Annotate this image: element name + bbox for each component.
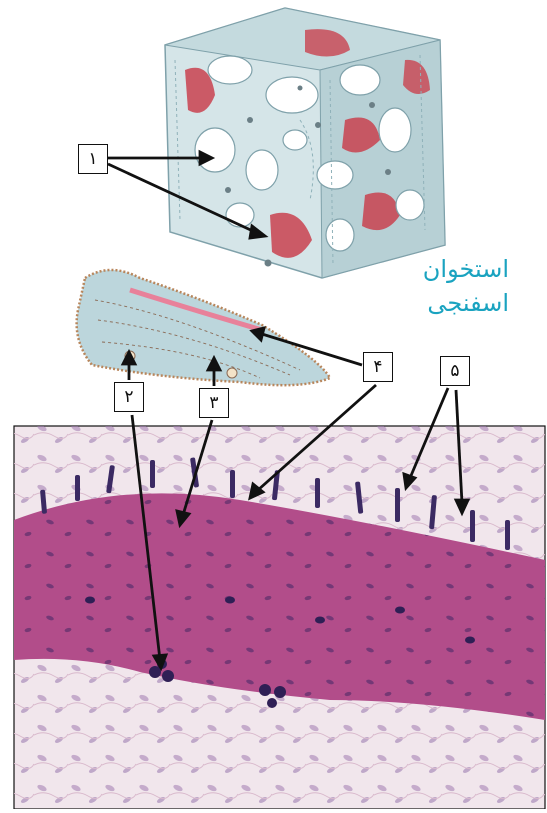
spongy-bone-block (165, 8, 445, 278)
label-3: ۳ (199, 388, 229, 418)
label-1: ۱ (78, 144, 108, 174)
title-line-1: استخوان (423, 254, 509, 284)
trabecula-section (77, 270, 330, 385)
histology-micrograph (14, 426, 545, 809)
title-line-2: اسفنجی (427, 288, 509, 318)
label-4: ۴ (363, 352, 393, 382)
label-5: ۵ (440, 356, 470, 386)
label-2: ۲ (114, 382, 144, 412)
